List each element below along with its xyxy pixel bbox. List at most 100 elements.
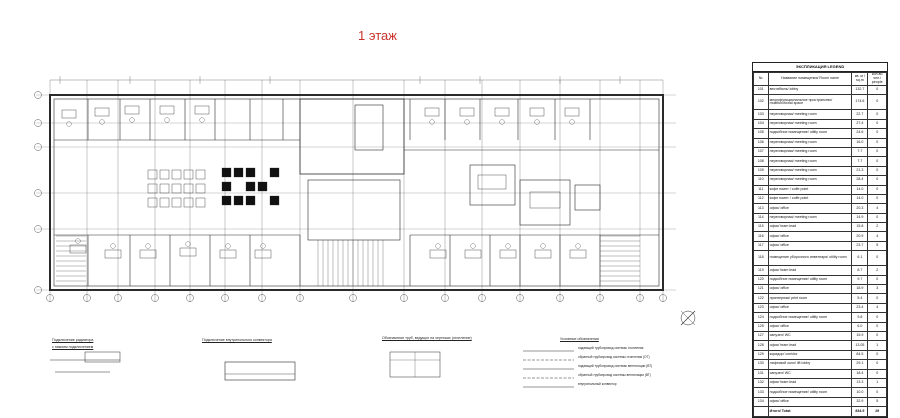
chair <box>429 119 435 125</box>
desk <box>159 183 170 194</box>
legend-cell: 14.9 <box>851 212 869 224</box>
column-block <box>269 167 280 178</box>
chair <box>225 243 231 249</box>
legend-cell: 8.7 <box>851 265 869 276</box>
legend-cell: подсобное помещение/ utility room <box>767 387 853 398</box>
legend-cell: 0 <box>867 321 887 333</box>
meeting-room <box>519 179 571 226</box>
legend-cell: подсобное помещение/ utility room <box>767 128 853 139</box>
desk <box>159 197 170 208</box>
radiator-detail <box>84 351 121 363</box>
legend-cell: 10.0 <box>851 387 869 398</box>
legend-cell: переговорная/ meeting room <box>767 118 853 130</box>
legend-cell: 0 <box>867 330 887 342</box>
desk <box>159 105 175 115</box>
floor-title: 1 этаж <box>358 28 397 43</box>
legend-cell: 0 <box>867 94 887 111</box>
core-block <box>299 98 405 175</box>
legend-cell: 84.5 <box>851 349 869 361</box>
legend-header-cell: № <box>753 72 769 86</box>
legend-cell: 0 <box>867 349 887 361</box>
desk <box>183 183 194 194</box>
desk <box>94 107 110 117</box>
legend-header-cell: кв. м / sq.m <box>851 72 869 86</box>
legend-cell: 0 <box>867 368 887 379</box>
grid-axis-marker <box>478 294 486 302</box>
legend-cell: 1 <box>867 340 887 351</box>
legend-cell: 2 <box>867 265 887 276</box>
chair <box>164 117 170 123</box>
legend-cell: 22.7 <box>851 109 869 120</box>
legend-total-cell: 29 <box>867 406 887 418</box>
desk <box>219 249 237 259</box>
legend-cell: 0 <box>867 156 887 167</box>
legend-cell: вестибюль/ lobby <box>767 84 853 96</box>
grid-axis-marker <box>556 294 564 302</box>
legend-cell: 18.4 <box>851 368 869 379</box>
radiator-note-subtitle: с нижним подключением <box>52 345 94 349</box>
desk <box>254 249 272 259</box>
grid-axis-marker <box>186 294 194 302</box>
legend-cell: 134 <box>753 396 769 408</box>
legend-cell: 125 <box>753 321 769 333</box>
desk <box>464 249 482 259</box>
legend-cell: офис/ office <box>767 321 853 333</box>
legend-cell: 127 <box>753 330 769 342</box>
legend-cell: 0 <box>867 118 887 130</box>
convention-item: внутрипольный конвектор <box>578 382 617 386</box>
grid-axis-marker <box>258 294 266 302</box>
legend-cell: 124 <box>753 312 769 323</box>
legend-cell: 24.6 <box>851 128 869 139</box>
desk <box>147 197 158 208</box>
legend-cell: 0 <box>867 137 887 148</box>
legend-cell: 14.0 <box>851 193 869 205</box>
radiator-note-title: Подключение радиатора <box>52 338 94 342</box>
legend-cell: 130 <box>753 359 769 370</box>
grid-axis-marker <box>114 294 122 302</box>
legend-cell: 20.3 <box>851 203 869 214</box>
legend-cell: многофункциональное пространство/ multif… <box>767 94 853 111</box>
legend-cell: коридор/ corridor <box>767 349 853 361</box>
legend-cell: 7.7 <box>851 156 869 167</box>
legend-cell: помещение уборочного инвентаря/ utility … <box>767 250 853 267</box>
legend-cell: кофе поинт / coffe point <box>767 193 853 205</box>
desk <box>195 169 206 180</box>
column-block <box>221 181 232 192</box>
column-block <box>257 181 268 192</box>
chair <box>470 243 476 249</box>
grid-axis-marker <box>151 294 159 302</box>
legend-cell: 0 <box>867 184 887 195</box>
legend-cell: 15.9 <box>851 330 869 342</box>
legend-cell: 132 <box>753 377 769 389</box>
legend-cell: 0 <box>867 146 887 158</box>
chair <box>505 243 511 249</box>
legend-cell: 121 <box>753 284 769 295</box>
chair <box>540 243 546 249</box>
legend-cell: офис/ team lead <box>767 377 853 389</box>
legend-header-cell: кол-во чел./ people <box>867 72 887 86</box>
north-arrow-needle <box>680 310 696 326</box>
legend-cell: принтерная/ print room <box>767 293 853 304</box>
legend-cell: 104 <box>753 118 769 130</box>
legend-cell: подсобное помещение/ utility room <box>767 312 853 323</box>
legend-cell: 0 <box>867 109 887 120</box>
legend-cell: 0 <box>867 212 887 224</box>
legend-cell: 20.9 <box>851 231 869 242</box>
stair-block <box>307 179 401 241</box>
column-block <box>245 195 256 206</box>
chair <box>260 243 266 249</box>
legend-cell: 105 <box>753 128 769 139</box>
column-block <box>245 181 256 192</box>
desk <box>61 109 77 119</box>
